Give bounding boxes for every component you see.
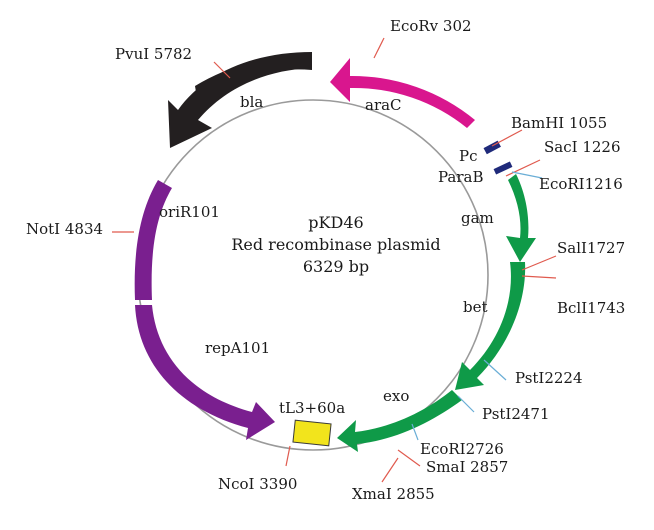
label-araC: araC (365, 96, 402, 114)
oriR101-arrow (134, 180, 172, 300)
site-NcoI: NcoI 3390 (218, 475, 297, 493)
SmaI-site-line (397, 449, 421, 467)
BamHI-site-line (491, 129, 523, 147)
plasmid-description: Red recombinase plasmid (231, 235, 440, 254)
site-EcoRI1216: EcoRI1216 (539, 175, 623, 193)
repA101-arrow (135, 305, 275, 440)
site-BamHI: BamHI 1055 (511, 114, 607, 132)
label-bet: bet (463, 298, 488, 316)
bet-arrow (455, 262, 526, 390)
site-EcoRv: EcoRv 302 (390, 17, 472, 35)
PvuI-site-line (213, 61, 231, 79)
EcoRI1216-site-line (511, 171, 543, 179)
label-ParaB: ParaB (438, 168, 484, 186)
plasmid-name: pKD46 (308, 213, 363, 232)
site-EcoRI2726: EcoRI2726 (420, 440, 504, 458)
bla-arrow-body (168, 52, 312, 148)
site-SalI: SalI1727 (557, 239, 625, 257)
SalI-site-line (521, 255, 557, 271)
EcoRI2726-site-line (411, 423, 419, 441)
ParaB-promoter (493, 161, 513, 175)
PstI2471-site-line (457, 395, 475, 413)
araC-arrow (330, 58, 475, 128)
XmaI-site-line (381, 457, 399, 483)
label-Pc: Pc (459, 147, 478, 165)
label-tL3: tL3+60a (279, 399, 345, 417)
site-NotI: NotI 4834 (26, 220, 103, 238)
label-bla: bla (240, 93, 263, 111)
label-gam: gam (461, 209, 494, 227)
site-SmaI: SmaI 2857 (426, 458, 508, 476)
site-SacI: SacI 1226 (544, 138, 621, 156)
site-PvuI: PvuI 5782 (115, 45, 192, 63)
BclI-site-line (521, 275, 557, 279)
exo-arrow (337, 390, 462, 452)
site-PstI2224: PstI2224 (515, 369, 583, 387)
site-PstI2471: PstI2471 (482, 405, 550, 423)
EcoRv-site-line (373, 37, 385, 59)
label-oriR101: oriR101 (159, 203, 220, 221)
site-BclI: BclI1743 (557, 299, 625, 317)
PstI2224-site-line (483, 359, 507, 381)
plasmid-size: 6329 bp (303, 257, 369, 276)
gam-arrow (506, 174, 536, 262)
label-exo: exo (383, 387, 409, 405)
NcoI-site-line (285, 445, 291, 467)
site-XmaI: XmaI 2855 (352, 485, 435, 503)
SacI-site-line (505, 159, 541, 177)
label-repA101: repA101 (205, 339, 270, 357)
tL3-block (292, 419, 332, 447)
